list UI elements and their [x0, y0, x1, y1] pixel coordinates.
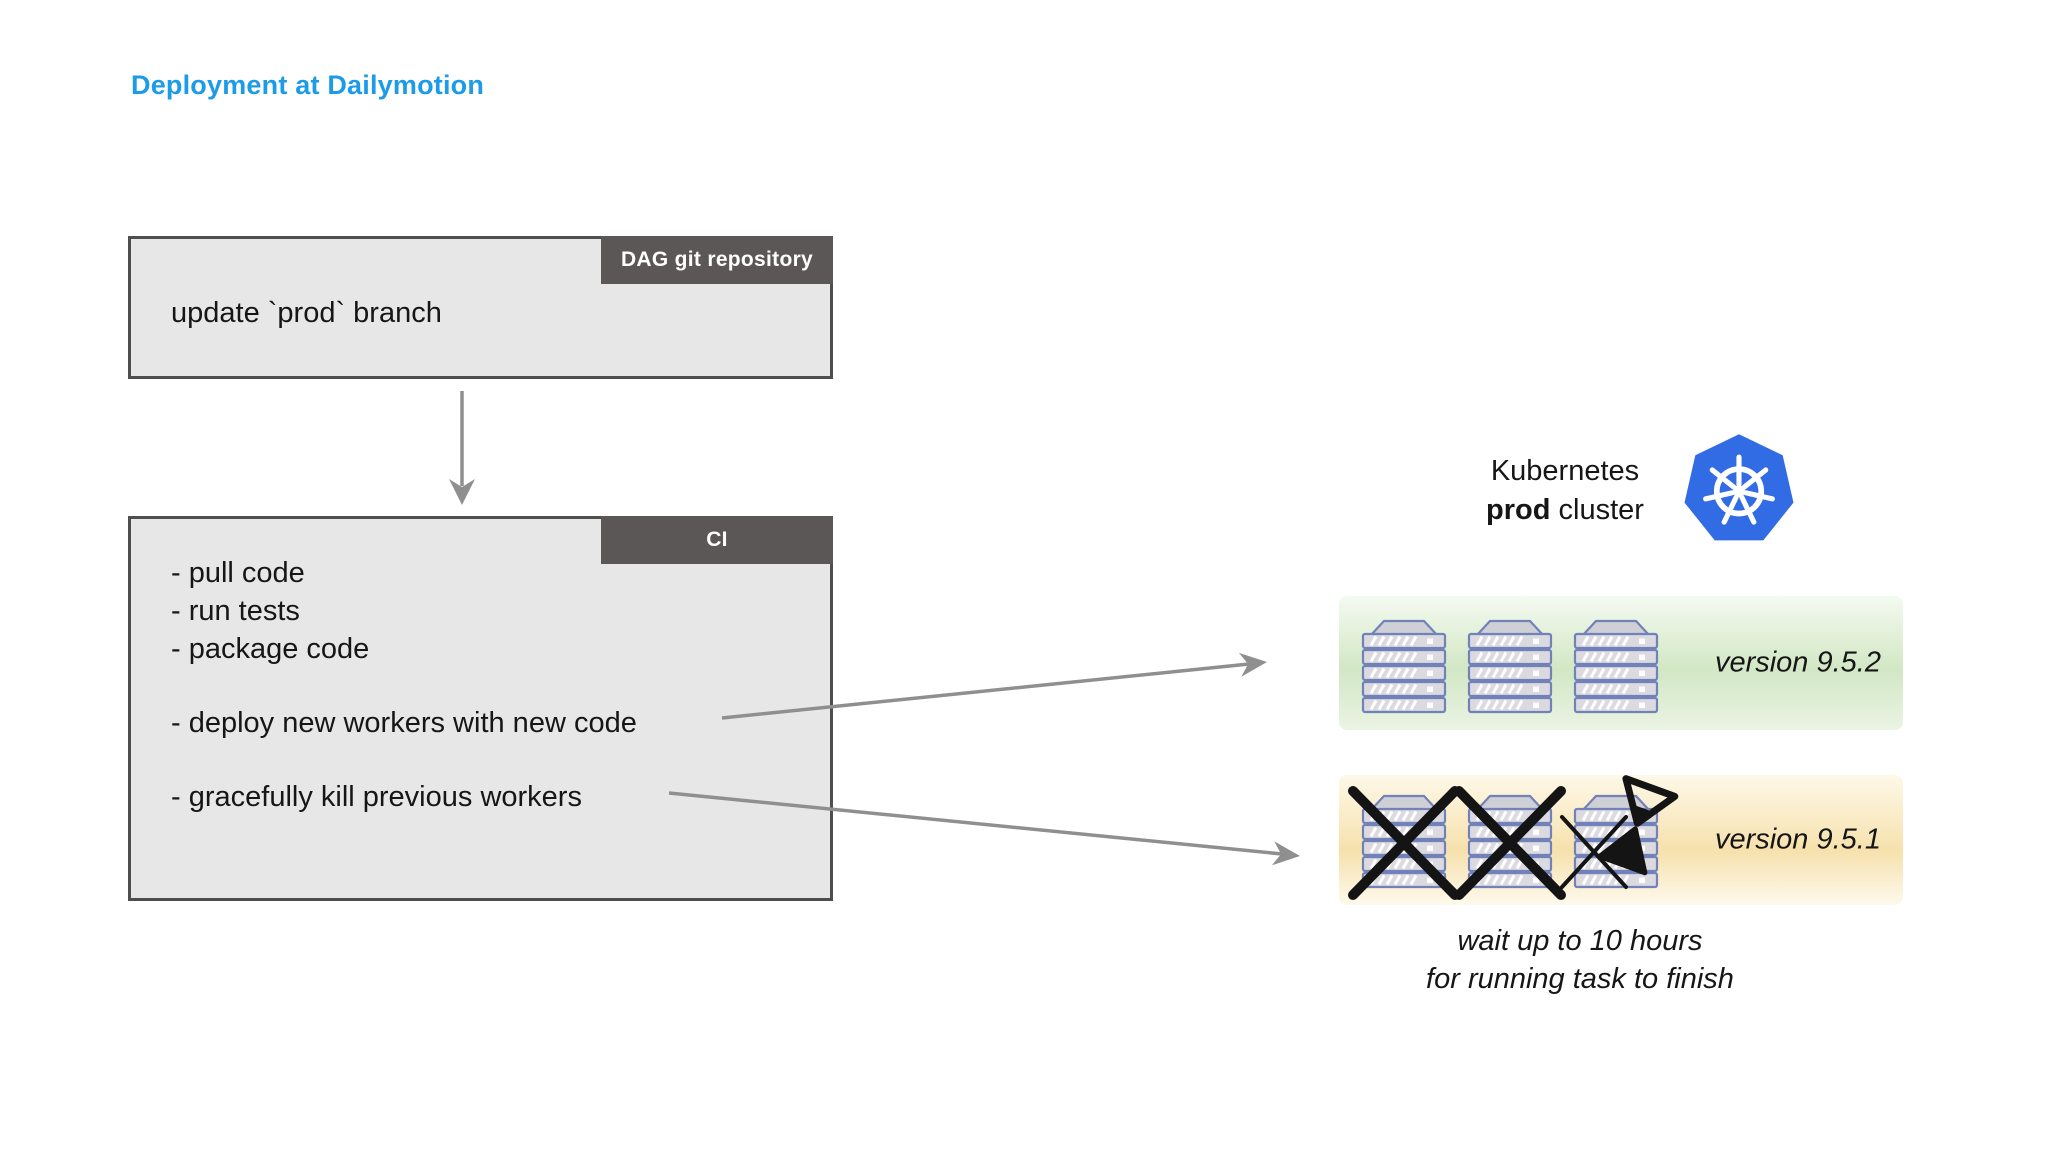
terminated-server-stack-icon	[1348, 786, 1460, 900]
ci-step-deploy-workers: - deploy new workers with new code	[171, 707, 637, 739]
version-label: version 9.5.1	[1714, 823, 1881, 856]
arrow-dag-to-ci-icon	[449, 391, 475, 505]
ci-box-tab: CI	[601, 516, 833, 564]
version-951-band: version 9.5.1	[1339, 775, 1903, 905]
kubernetes-name: Kubernetes	[1490, 455, 1640, 487]
cluster-env-bold: prod	[1486, 494, 1551, 526]
ci-step-package-code: - package code	[171, 633, 370, 665]
hourglass-icon	[1597, 775, 1679, 876]
server-stack-icon	[1468, 620, 1552, 714]
x-mark-icon	[1348, 786, 1460, 900]
version-label: version 9.5.2	[1714, 646, 1881, 679]
cluster-env-rest: cluster	[1550, 494, 1644, 526]
wait-note: wait up to 10 hours for running task to …	[1300, 922, 1860, 998]
wait-note-line1: wait up to 10 hours	[1457, 925, 1703, 957]
page-title: Deployment at Dailymotion	[131, 70, 485, 100]
ci-step-kill-workers: - gracefully kill previous workers	[171, 781, 582, 813]
thin-x-mark-icon	[1560, 815, 1628, 889]
cluster-env-line: prod cluster	[1455, 491, 1675, 530]
dag-box-tab: DAG git repository	[601, 236, 833, 284]
server-stack-icon	[1574, 620, 1658, 714]
ci-step-pull-code: - pull code	[171, 557, 305, 589]
server-stack-icon	[1362, 620, 1446, 714]
dag-git-repository-box: DAG git repository update `prod` branch	[128, 236, 833, 379]
ci-step-run-tests: - run tests	[171, 595, 300, 627]
ci-box: CI - pull code - run tests - package cod…	[128, 516, 833, 901]
dag-box-text: update `prod` branch	[171, 297, 442, 329]
kubernetes-cluster-label: Kubernetes prod cluster	[1455, 452, 1675, 530]
terminated-server-stack-icon	[1454, 786, 1566, 900]
wait-note-line2: for running task to finish	[1426, 963, 1734, 995]
version-952-band: version 9.5.2	[1339, 596, 1903, 730]
kubernetes-logo-icon	[1684, 434, 1794, 541]
x-mark-icon	[1454, 786, 1566, 900]
waiting-server-stack-icon	[1560, 775, 1679, 889]
